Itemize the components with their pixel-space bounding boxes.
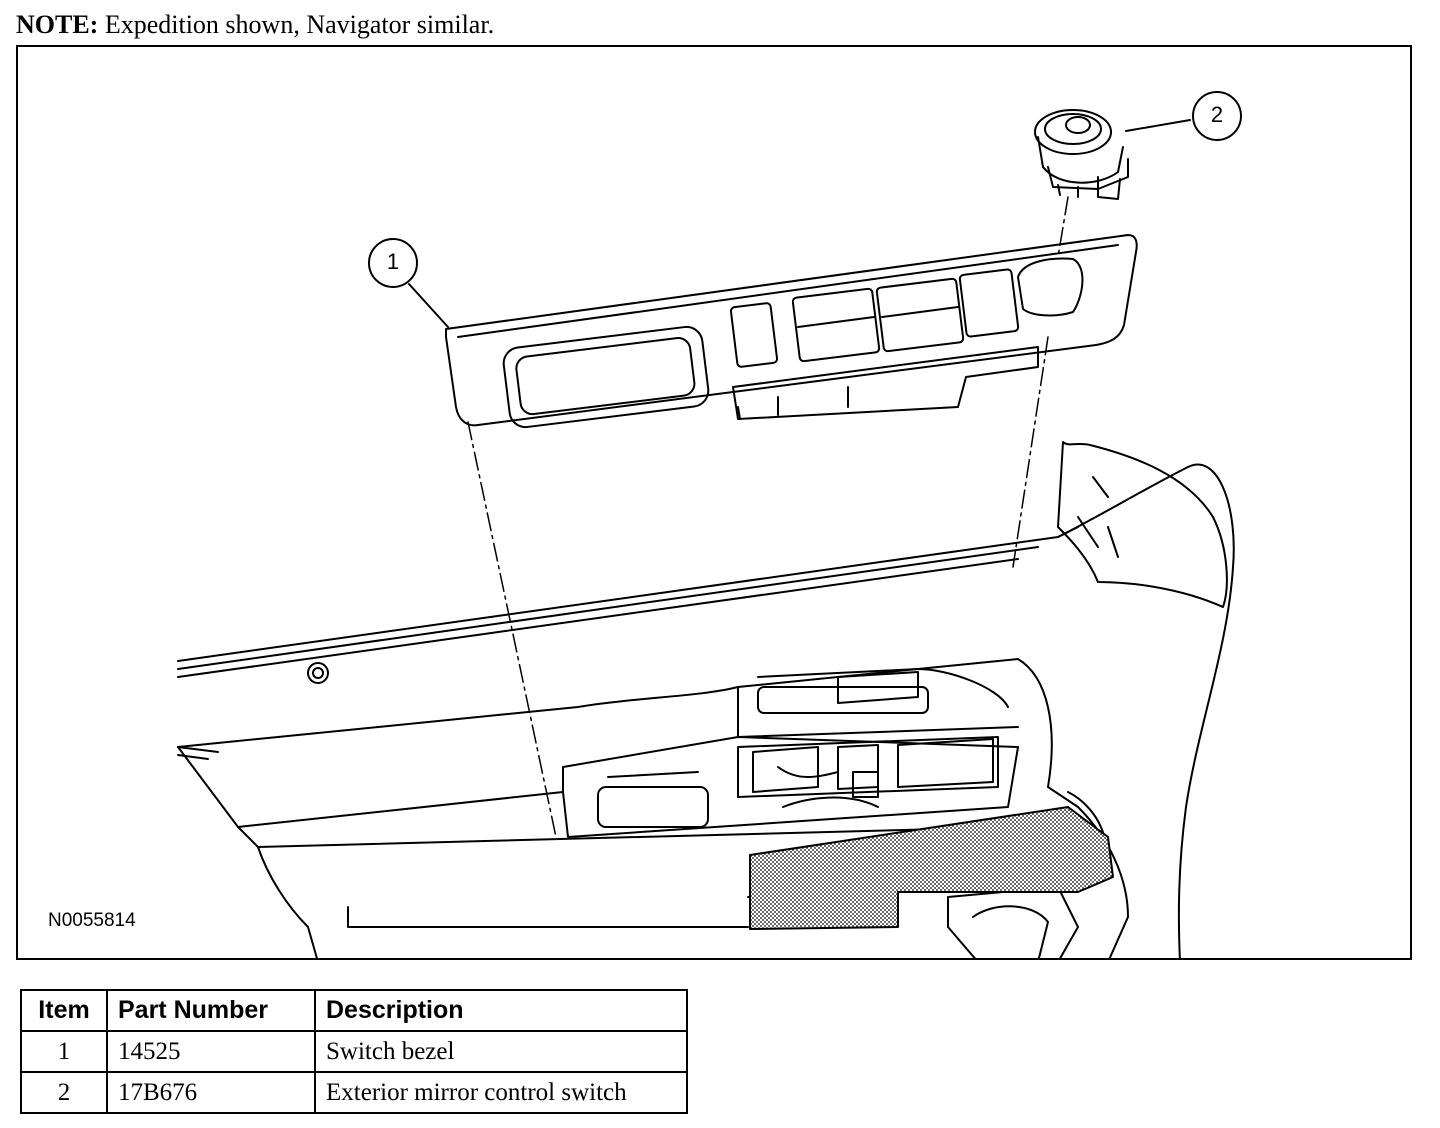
item-cell: 2	[20, 1071, 108, 1114]
alignment-lines	[467, 196, 1069, 838]
description-cell: Exterior mirror control switch	[314, 1071, 688, 1114]
door-panel-drawing	[177, 91, 1242, 958]
callout-2-leader	[1125, 119, 1191, 132]
parts-table: Item Part Number Description 1 14525 Swi…	[20, 989, 688, 1114]
figure-id: N0055814	[48, 910, 136, 931]
note-text: Expedition shown, Navigator similar.	[104, 10, 495, 39]
callout-2-circle	[1192, 91, 1242, 141]
part-number-cell: 14525	[106, 1030, 316, 1073]
exploded-view-illustration: 1 2 N0055814	[16, 45, 1412, 960]
item-cell: 1	[20, 1030, 108, 1073]
mirror-control-switch	[1034, 109, 1129, 200]
callout-2-label: 2	[1210, 102, 1224, 127]
note: NOTE: Expedition shown, Navigator simila…	[16, 8, 494, 42]
map-pocket-carpet	[749, 806, 1114, 930]
switch-bezel	[445, 234, 1138, 429]
column-header-item: Item	[20, 989, 108, 1032]
part-number-cell: 17B676	[106, 1071, 316, 1114]
column-header-part-number: Part Number	[106, 989, 316, 1032]
table-header-row: Item Part Number Description	[20, 989, 688, 1032]
note-label: NOTE:	[16, 10, 99, 39]
table-row: 1 14525 Switch bezel	[20, 1030, 688, 1073]
callout-1-leader	[408, 283, 449, 328]
callout-1-label: 1	[386, 249, 400, 274]
callout-1-circle	[368, 238, 418, 288]
column-header-description: Description	[314, 989, 688, 1032]
table-row: 2 17B676 Exterior mirror control switch	[20, 1071, 688, 1114]
bezel-opening-in-door	[562, 736, 1019, 838]
description-cell: Switch bezel	[314, 1030, 688, 1073]
